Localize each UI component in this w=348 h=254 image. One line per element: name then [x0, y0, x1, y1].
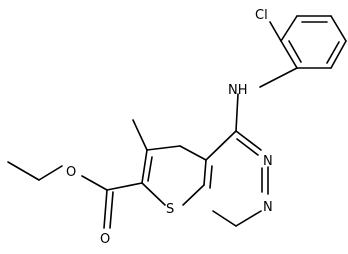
bond: [236, 138, 259, 156]
bond: [235, 93, 239, 132]
ring-nitrogen-top-label: N: [263, 154, 273, 169]
bond: [141, 182, 166, 206]
bond: [141, 149, 148, 184]
chlorine-label: Cl: [255, 8, 268, 23]
sulfur-label: S: [166, 202, 174, 217]
bond: [109, 191, 114, 229]
bond: [182, 184, 205, 206]
bond: [146, 145, 181, 151]
bond: [7, 161, 40, 181]
bond: [326, 41, 340, 64]
bond: [212, 210, 237, 227]
bond: [147, 156, 153, 182]
bond: [205, 130, 237, 161]
bond: [259, 67, 298, 88]
bond: [132, 119, 148, 151]
bond: [179, 145, 207, 161]
bond: [209, 165, 213, 189]
bond: [203, 159, 207, 186]
bond: [280, 15, 298, 42]
bond: [235, 210, 262, 227]
bond: [280, 40, 298, 69]
bond: [103, 189, 108, 229]
amine-label: NH: [228, 83, 248, 98]
bond: [38, 165, 63, 181]
bond: [269, 21, 282, 42]
bond: [330, 15, 347, 42]
bond: [81, 175, 108, 191]
bond: [235, 130, 262, 151]
bond: [288, 40, 302, 63]
ester-oxygen-double-label: O: [100, 232, 110, 247]
bond: [106, 182, 143, 191]
ring-nitrogen-bottom-label: N: [263, 200, 273, 215]
ester-oxygen-single-label: O: [66, 165, 76, 180]
bond: [330, 40, 347, 69]
